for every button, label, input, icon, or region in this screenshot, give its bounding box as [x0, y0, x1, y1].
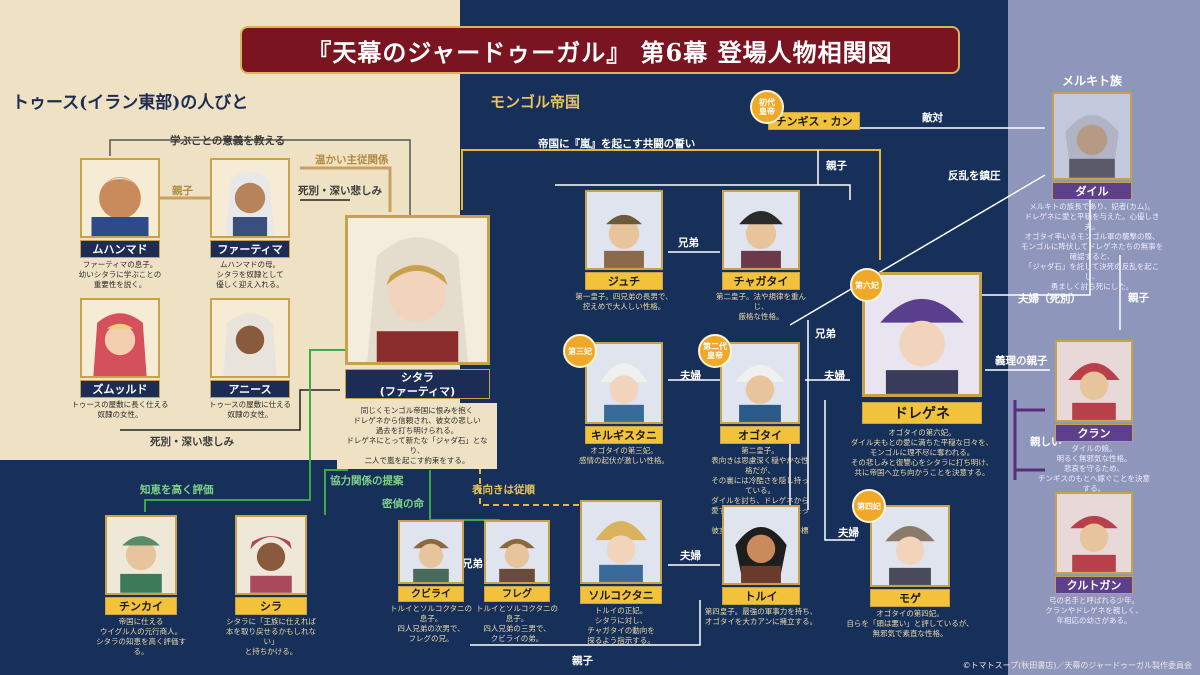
nameplate-fatima: ファーティマ [210, 240, 290, 258]
desc-tolui: 第四皇子。最強の軍事力を持ち、 オゴタイを大カアンに擁立する。 [704, 607, 818, 626]
relation-couple-3: 夫婦 [838, 527, 859, 539]
nameplate-chinkai: チンカイ [105, 597, 177, 615]
relation-parent-child-dair: 親子 [1128, 292, 1149, 304]
portrait-kirgistani [585, 342, 663, 424]
portrait-sorkoktani [580, 500, 662, 584]
portrait-anis [210, 298, 290, 378]
relation-obey: 表向きは従順 [472, 484, 535, 496]
nameplate-kulan: クラン [1055, 424, 1133, 442]
relation-teach: 学ぶことの意義を教える [170, 135, 286, 147]
desc-kubilai: トルイとソルコクタニの 息子。 四人兄弟の次男で、 フレグの兄。 [389, 604, 473, 643]
relation-parent-child-tus: 親子 [172, 185, 193, 197]
portrait-dair [1052, 92, 1132, 180]
nameplate-sitara-name: シタラ [401, 371, 434, 384]
portrait-hulegu [484, 520, 550, 584]
nameplate-shira: シラ [235, 597, 307, 615]
desc-shira: シタラに「王族に仕えれば 本を取り戻せるかもしれない」 と持ちかける。 [226, 617, 316, 656]
relation-couple-2: 夫婦 [824, 370, 845, 382]
relation-close: 親しい [1030, 436, 1062, 448]
desc-chagatai: 第二皇子。法や規律を重んじ、 厳格な性格。 [716, 292, 806, 321]
nameplate-dorgene: ドレゲネ [862, 402, 982, 424]
badge-chinggis: 初代 皇帝 [750, 90, 784, 124]
nameplate-muhammad: ムハンマド [80, 240, 160, 258]
relation-parent-child-chinggis: 親子 [826, 160, 847, 172]
portrait-juchi [585, 190, 663, 270]
nameplate-moge: モゲ [870, 589, 950, 607]
portrait-kulan [1055, 340, 1133, 422]
lower-left-region-background [0, 460, 460, 675]
nameplate-kurtugan: クルトガン [1055, 576, 1133, 594]
desc-hulegu: トルイとソルコクタニの 息子。 四人兄弟の三男で、 クビライの弟。 [475, 604, 559, 643]
relation-brothers-1: 兄弟 [678, 237, 699, 249]
portrait-chagatai [722, 190, 800, 270]
desc-kulan: ダイルの娘。 明るく無邪気な性格。 悲哀を守るため、 チンギスのもとへ嫁ぐことを… [1038, 444, 1150, 493]
portrait-tolui [722, 505, 800, 585]
desc-zumurud: トゥースの屋敷に長く仕える 奴隷の女性。 [71, 400, 169, 419]
relation-warm: 温かい主従関係 [315, 154, 389, 166]
relation-in-law: 義理の親子 [995, 355, 1048, 367]
nameplate-juchi: ジュチ [585, 272, 663, 290]
relation-couple-4: 夫婦 [680, 550, 701, 562]
nameplate-hulegu: フレグ [484, 586, 550, 602]
portrait-sitara [345, 215, 490, 365]
desc-sorkoktani: トルイの正妃。 シタラに対し、 チャガタイの動向を 探るよう指示する。 [587, 606, 655, 645]
desc-kurtugan: 弓の名手と呼ばれる少年。 クランやドレゲネを親しく、 年相応の幼さがある。 [1045, 596, 1143, 625]
badge-kirgistani: 第三妃 [563, 334, 597, 368]
region-label-tus: トゥース(イラン東部)の人びと [12, 93, 249, 113]
nameplate-ogotai: オゴタイ [720, 426, 800, 444]
nameplate-kubilai: クビライ [398, 586, 464, 602]
relation-high-eval: 知恵を高く評価 [140, 484, 214, 496]
desc-fatima: ムハンマドの母。 シタラを奴隷として 優しく迎え入れる。 [216, 260, 284, 289]
relation-rebellion: 反乱を鎮圧 [948, 170, 1001, 182]
desc-chinkai: 帝国に仕える ウイグル人の元行商人。 シタラの知恵を高く評価する。 [96, 617, 186, 656]
relation-death-grief-2: 死別・深い悲しみ [150, 436, 234, 448]
relation-vow: 帝国に『嵐』を起こす共闘の誓い [538, 138, 696, 150]
badge-moge: 第四妃 [852, 489, 886, 523]
portrait-fatima [210, 158, 290, 238]
desc-dair: メルキトの族長であり、妃者(カム)。 ドレゲネに愛と平穏を与えた。心優しき夫。 … [1020, 202, 1164, 291]
desc-juchi: 第一皇子。四兄弟の長男で、 控えめで大人しい性格。 [575, 292, 673, 311]
nameplate-tolui: トルイ [722, 587, 800, 605]
relation-hostile: 敵対 [922, 112, 943, 124]
relation-death-grief-1: 死別・深い悲しみ [298, 185, 382, 197]
portrait-ogotai [720, 342, 800, 424]
page-title: 『天幕のジャードゥーガル』 第6幕 登場人物相関図 [307, 37, 893, 67]
nameplate-dair: ダイル [1052, 182, 1132, 200]
desc-muhammad: ファーティマの息子。 幼いシタラに学ぶことの 重要性を説く。 [78, 260, 162, 289]
relation-parent-child-tolui: 親子 [572, 655, 593, 667]
desc-moge: オゴタイの第四妃。 自らを「頭は悪い」と評しているが、 無邪気で素直な性格。 [846, 609, 974, 638]
relation-couple-dead: 夫婦（死別） [1018, 293, 1081, 305]
region-label-mongol: モンゴル帝国 [490, 93, 581, 111]
badge-dorgene: 第六妃 [850, 268, 884, 302]
badge-ogotai: 第二代 皇帝 [698, 334, 732, 368]
copyright: ©トマトスープ(秋田書店)／天幕のジャードゥーガル製作委員会 [962, 661, 1192, 670]
portrait-shira [235, 515, 307, 595]
desc-kirgistani: オゴタイの第三妃。 感情の起伏が激しい性格。 [579, 446, 669, 465]
portrait-kubilai [398, 520, 464, 584]
relation-brothers-2: 兄弟 [815, 328, 836, 340]
region-label-merkit: メルキト族 [1062, 74, 1123, 88]
nameplate-chagatai: チャガタイ [722, 272, 800, 290]
nameplate-zumurud: ズムッルド [80, 380, 160, 398]
desc-anis: トゥースの屋敷に仕える 奴隷の女性。 [209, 400, 291, 419]
nameplate-sitara: シタラ (ファーティマ) [345, 369, 490, 399]
portrait-zumurud [80, 298, 160, 378]
nameplate-kirgistani: キルギスタニ [585, 426, 663, 444]
nameplate-chinggis: チンギス・カン [768, 112, 860, 130]
desc-dorgene: オゴタイの第六妃。 ダイル夫もとの愛に満ちた平穏な日々を、 モンゴルに理不尽に奪… [850, 428, 994, 477]
nameplate-sitara-subname: (ファーティマ) [379, 385, 456, 398]
relation-coop: 協力関係の提案 [330, 475, 404, 487]
portrait-muhammad [80, 158, 160, 238]
relation-couple-1: 夫婦 [680, 370, 701, 382]
relation-brothers-3: 兄弟 [462, 558, 483, 570]
nameplate-anis: アニース [210, 380, 290, 398]
title-banner: 『天幕のジャードゥーガル』 第6幕 登場人物相関図 [240, 26, 960, 74]
portrait-moge [870, 505, 950, 587]
relation-secret: 密偵の命 [382, 498, 424, 510]
desc-sitara: 同じくモンゴル帝国に恨みを抱く ドレゲネから信頼され、彼女の悲しい 過去を打ち明… [337, 403, 497, 469]
portrait-chinkai [105, 515, 177, 595]
portrait-kurtugan [1055, 492, 1133, 574]
nameplate-sorkoktani: ソルコクタニ [580, 586, 662, 604]
